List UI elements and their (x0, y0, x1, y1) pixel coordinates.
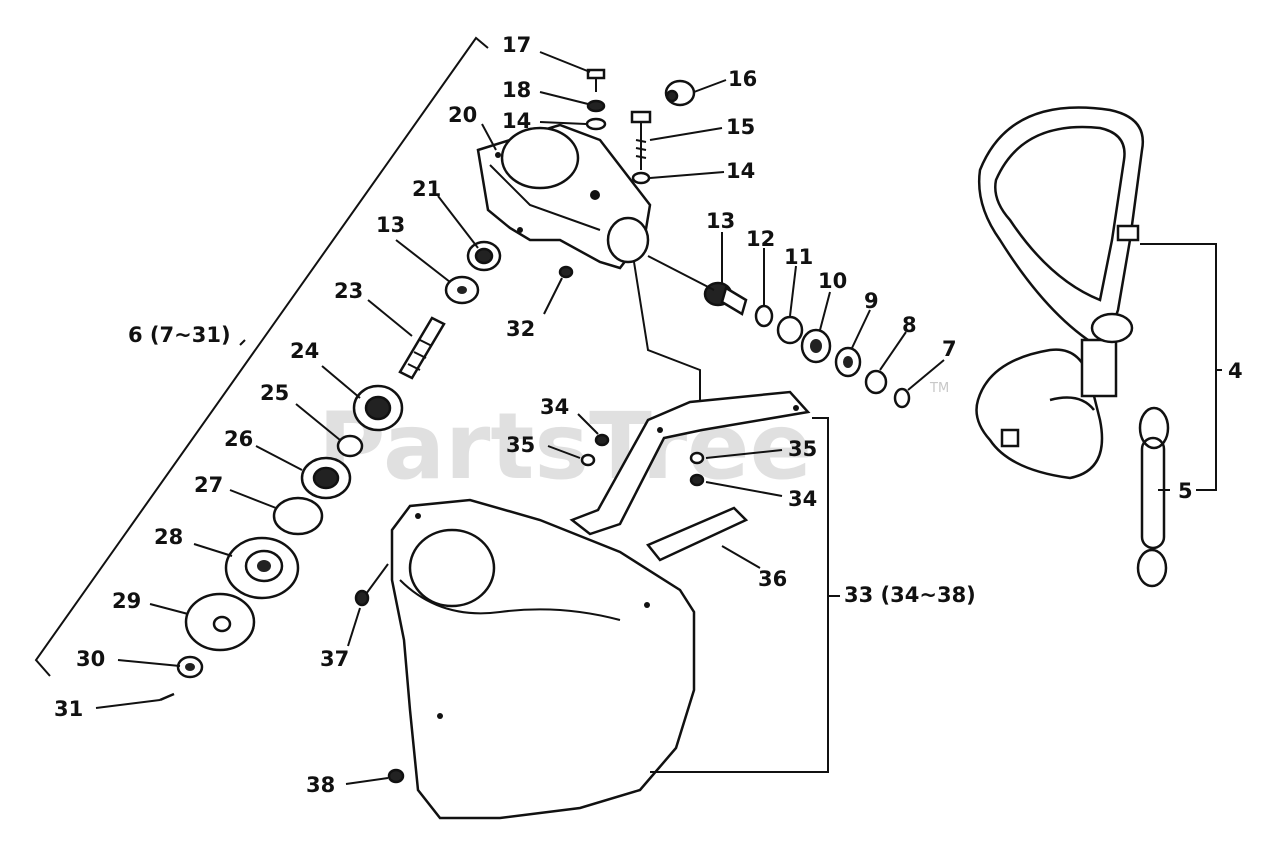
label-10: 10 (818, 269, 847, 293)
label-34a: 34 (540, 395, 569, 419)
label-16: 16 (728, 67, 757, 91)
label-7: 7 (942, 337, 957, 361)
washer-35b-part (689, 451, 705, 465)
label-14b: 14 (726, 159, 755, 183)
watermark-tm: TM (929, 381, 949, 396)
label-38: 38 (306, 773, 335, 797)
plate-29-part (184, 592, 256, 652)
label-24: 24 (290, 339, 319, 363)
bolt-38-part (387, 768, 405, 784)
bearing-21-part (466, 240, 502, 272)
label-32: 32 (506, 317, 535, 341)
label-8: 8 (902, 313, 917, 337)
assembly-6-bracket (34, 36, 489, 677)
bearing-26-part (300, 456, 352, 500)
nut-34a-part (594, 433, 610, 447)
label-5: 5 (1178, 479, 1193, 503)
label-13b: 13 (706, 209, 735, 233)
label-30: 30 (76, 647, 105, 671)
label-4: 4 (1228, 359, 1243, 383)
guard-bracket-part (569, 390, 811, 536)
bearing-10-part (800, 328, 832, 364)
label-36: 36 (758, 567, 787, 591)
label-35b: 35 (788, 437, 817, 461)
label-9: 9 (864, 289, 879, 313)
washer-14a-part (585, 117, 607, 131)
label-35a: 35 (506, 433, 535, 457)
collar-25-part (336, 434, 364, 458)
nut-34b-part (689, 473, 705, 487)
label-6: 6 (7~31) (128, 323, 231, 347)
label-27: 27 (194, 473, 223, 497)
label-20: 20 (448, 103, 477, 127)
label-11: 11 (784, 245, 813, 269)
label-14a: 14 (502, 109, 531, 133)
ring-11-part (776, 315, 804, 345)
label-21: 21 (412, 177, 441, 201)
label-29: 29 (112, 589, 141, 613)
gear-case-part (476, 123, 652, 270)
guard-part (390, 498, 696, 820)
label-37: 37 (320, 647, 349, 671)
pin-31-part (159, 692, 175, 702)
shoulder-strap-part (975, 106, 1145, 480)
nut-30-part (176, 655, 204, 679)
holder-28-part (224, 536, 300, 600)
label-13a: 13 (376, 213, 405, 237)
washer-14b-part (631, 171, 651, 185)
bolt-15-part (630, 110, 652, 170)
shaft-23-part (398, 316, 446, 380)
bolt-17-part (586, 68, 606, 92)
label-15: 15 (726, 115, 755, 139)
bearing-9-part (834, 346, 862, 378)
label-17: 17 (502, 33, 531, 57)
label-12: 12 (746, 227, 775, 251)
washer-18-part (586, 99, 606, 113)
label-36-part (645, 506, 749, 562)
bolt-37-part (354, 563, 389, 607)
hook-part (1136, 406, 1170, 588)
washer-35a-part (580, 453, 596, 467)
part-labels: 17 18 14 20 16 15 14 21 13 13 12 11 10 9… (54, 33, 1243, 797)
ring-12-part (754, 304, 774, 328)
label-34b: 34 (788, 487, 817, 511)
assembly-4-bracket (1140, 243, 1217, 491)
ring-7-part (893, 387, 911, 409)
ring-8-part (864, 369, 888, 395)
label-28: 28 (154, 525, 183, 549)
label-33: 33 (34~38) (844, 583, 976, 607)
label-23: 23 (334, 279, 363, 303)
bearing-24-part (352, 384, 404, 432)
label-25: 25 (260, 381, 289, 405)
washer-13a-part (444, 275, 480, 305)
label-18: 18 (502, 78, 531, 102)
leader-lines (95, 51, 1170, 785)
label-31: 31 (54, 697, 83, 721)
nut-32-part (558, 265, 574, 279)
ring-27-part (272, 496, 324, 536)
knob-16-part (664, 79, 696, 107)
label-26: 26 (224, 427, 253, 451)
